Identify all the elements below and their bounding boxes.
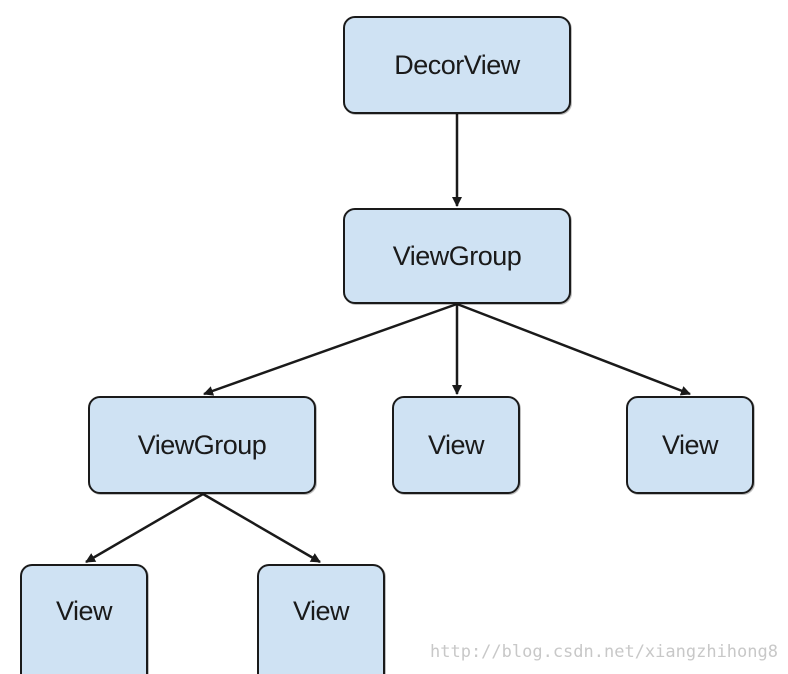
edge-viewgroup-to-viewgroup: [203, 302, 458, 396]
edge-child-viewgroup-to-view-left: [85, 492, 204, 564]
node-view-middle-label: View: [427, 429, 485, 460]
node-viewgroup-top: ViewGroup: [343, 208, 571, 304]
node-view-bottom-left-label: View: [55, 596, 113, 626]
node-view-bottom-left: View: [20, 564, 148, 674]
watermark-url: http://blog.csdn.net/xiangzhihong8: [430, 642, 778, 662]
node-decorview-label: DecorView: [394, 49, 520, 80]
node-view-right: View: [626, 396, 754, 494]
node-viewgroup-child-label: ViewGroup: [137, 429, 267, 460]
node-view-right-label: View: [661, 429, 719, 460]
edge-viewgroup-to-view-right: [456, 302, 691, 396]
node-view-middle: View: [392, 396, 520, 494]
node-viewgroup-child: ViewGroup: [88, 396, 316, 494]
node-viewgroup-top-label: ViewGroup: [392, 240, 522, 271]
edge-child-viewgroup-to-view-right: [202, 492, 321, 564]
node-view-bottom-right: View: [257, 564, 385, 674]
node-decorview: DecorView: [343, 16, 571, 114]
node-view-bottom-right-label: View: [292, 596, 350, 626]
